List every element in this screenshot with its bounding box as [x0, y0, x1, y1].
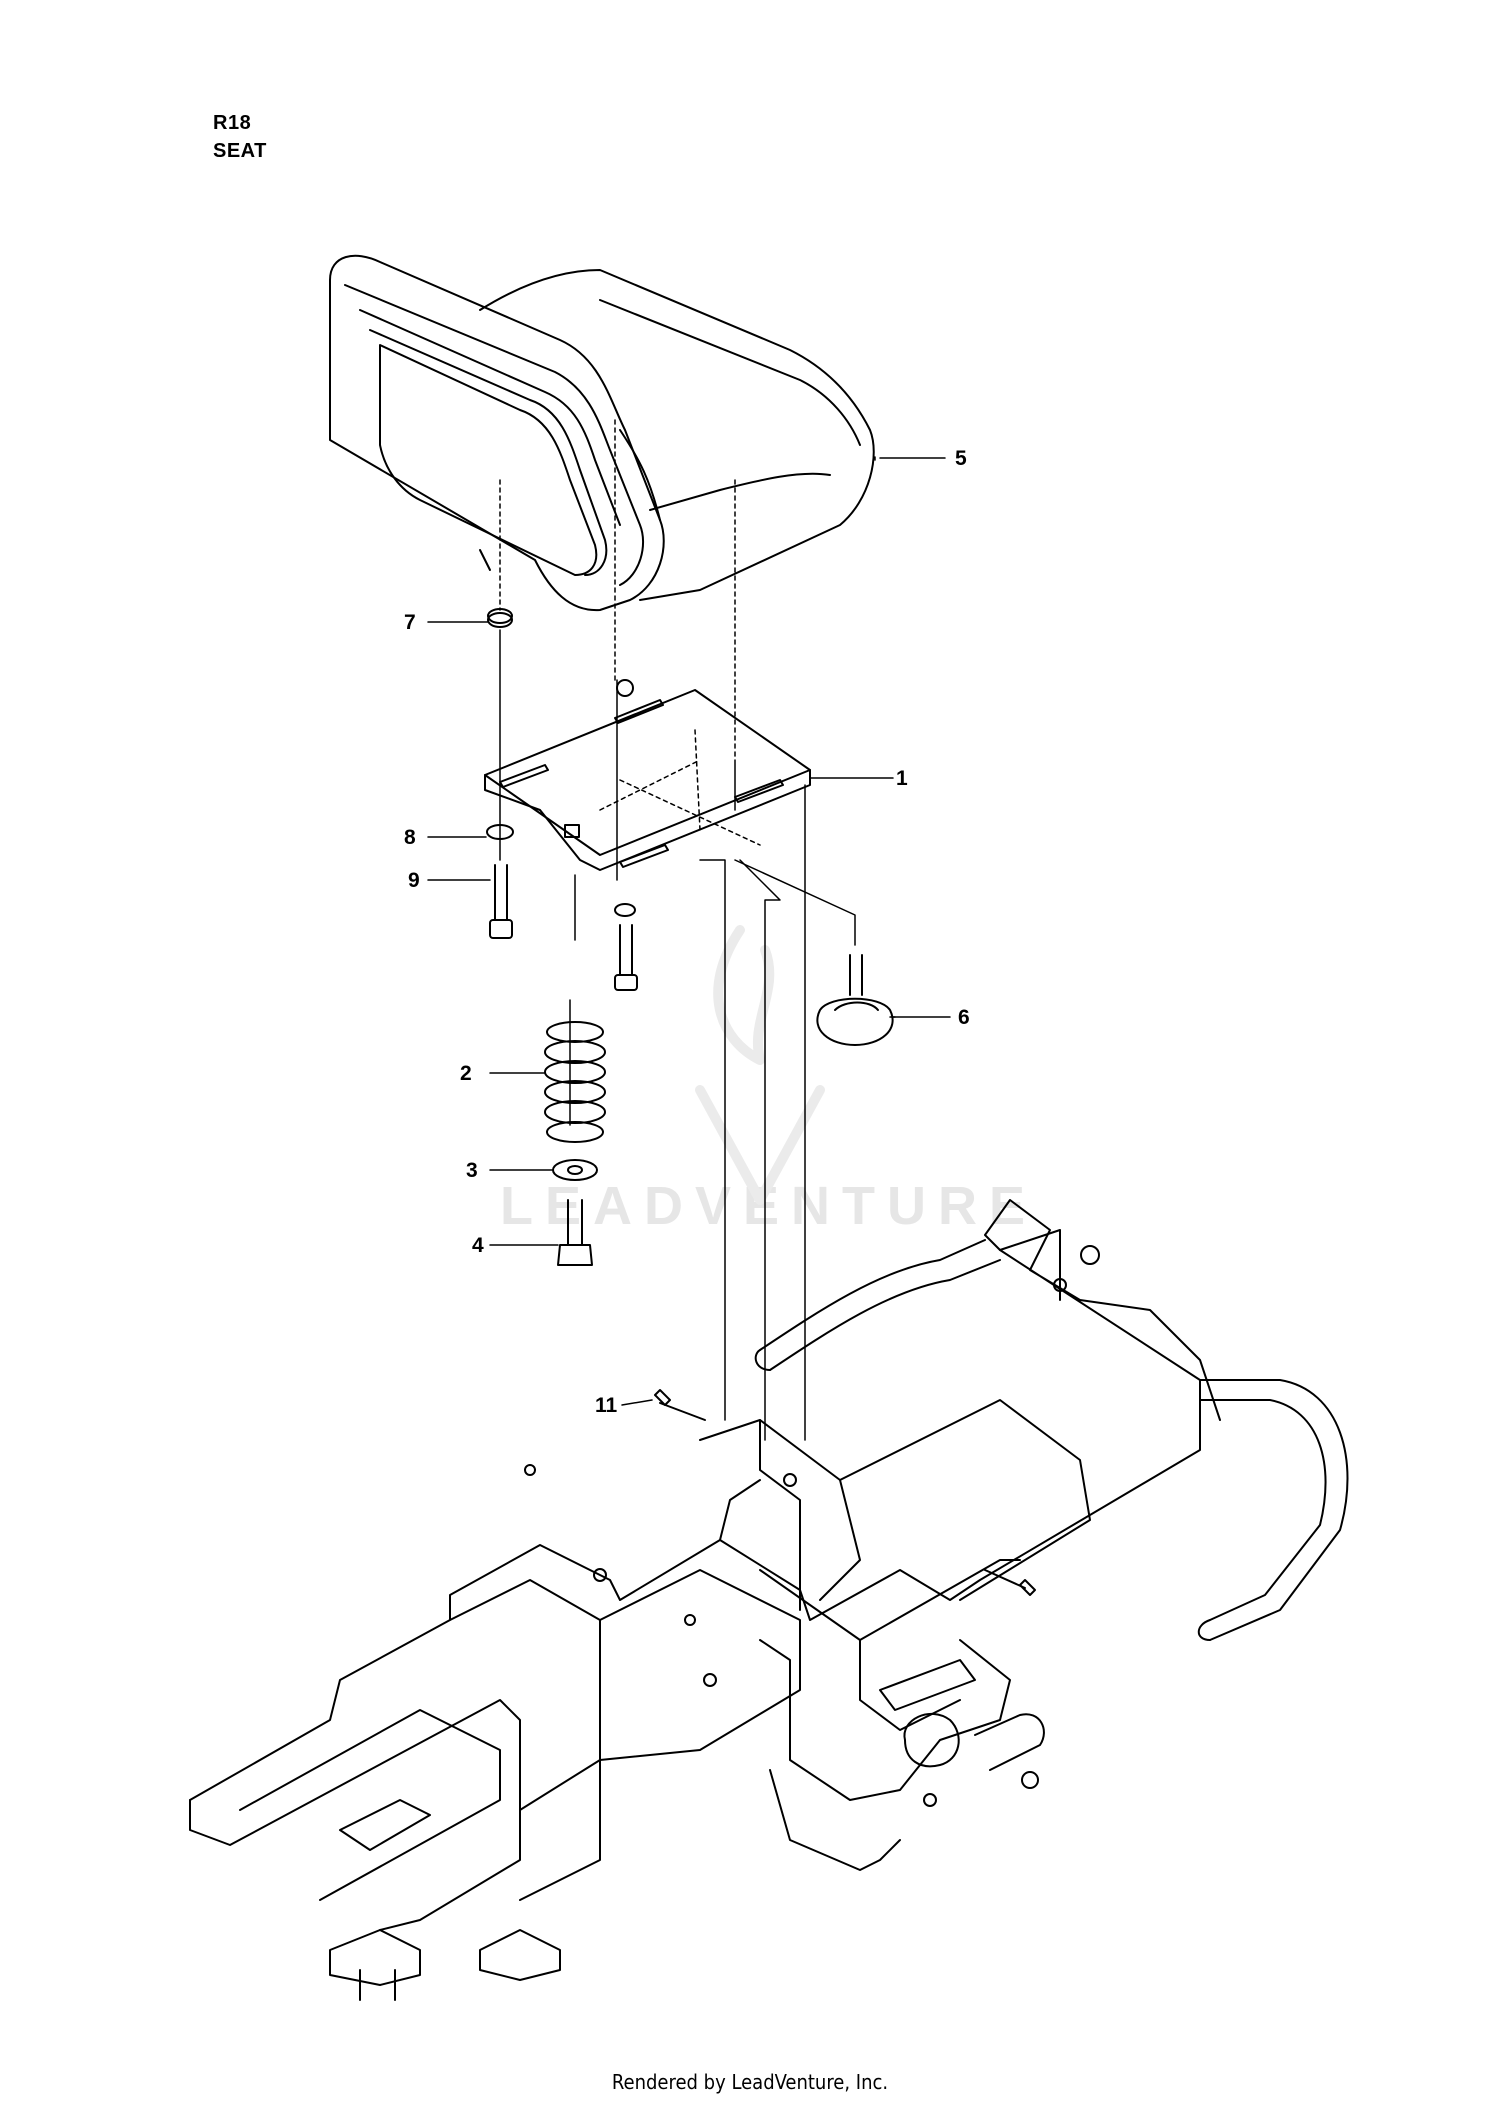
- callout-2: 2: [460, 1062, 472, 1085]
- screw-part: [654, 1389, 1036, 1596]
- callout-5: 5: [955, 447, 967, 470]
- callout-9: 9: [408, 869, 420, 892]
- watermark-logo: [695, 925, 825, 1205]
- spring-part: [544, 1021, 606, 1143]
- washer-bolt-part: [552, 1159, 598, 1266]
- diagram-title: SEAT: [213, 140, 267, 162]
- seat-plate-part: [484, 679, 811, 871]
- knob-part: [816, 954, 894, 1046]
- callout-8: 8: [404, 826, 416, 849]
- callout-leaders: [427, 456, 951, 1406]
- callout-7: 7: [404, 611, 416, 634]
- callout-1: 1: [896, 767, 908, 790]
- footer-credit: Rendered by LeadVenture, Inc.: [611, 2070, 889, 2094]
- callout-6: 6: [958, 1006, 970, 1029]
- diagram-code: R18: [213, 112, 252, 134]
- callout-3: 3: [466, 1159, 478, 1182]
- alignment-lines-dashed: [499, 419, 761, 846]
- callout-4: 4: [472, 1234, 484, 1257]
- chassis-frame: [189, 1199, 1349, 2001]
- seat-part: [329, 254, 875, 612]
- alignment-lines-solid: [499, 629, 856, 1441]
- callout-11: 11: [595, 1394, 618, 1417]
- hardware-group: [486, 608, 638, 991]
